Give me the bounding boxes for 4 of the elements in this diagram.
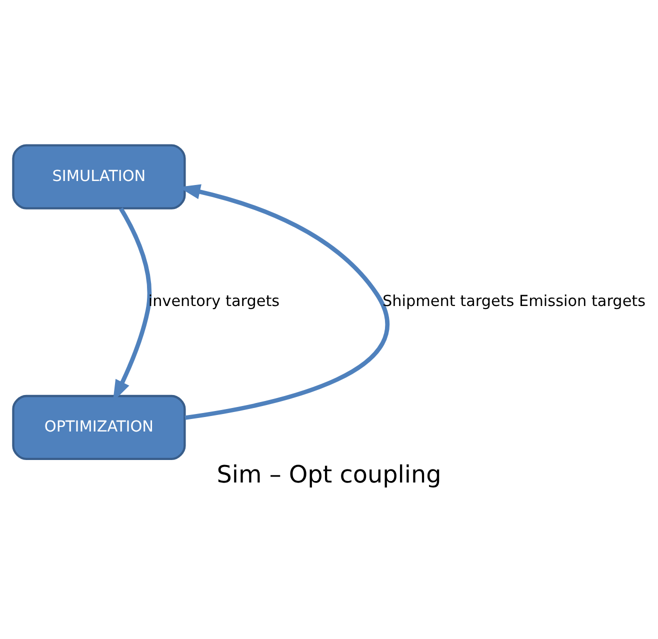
node-box: SIMULATION: [12, 144, 186, 210]
edge-label: Shipment targets Emission targets: [382, 292, 646, 310]
node-box: OPTIMIZATION: [12, 394, 186, 460]
caption: Sim – Opt coupling: [216, 460, 442, 488]
